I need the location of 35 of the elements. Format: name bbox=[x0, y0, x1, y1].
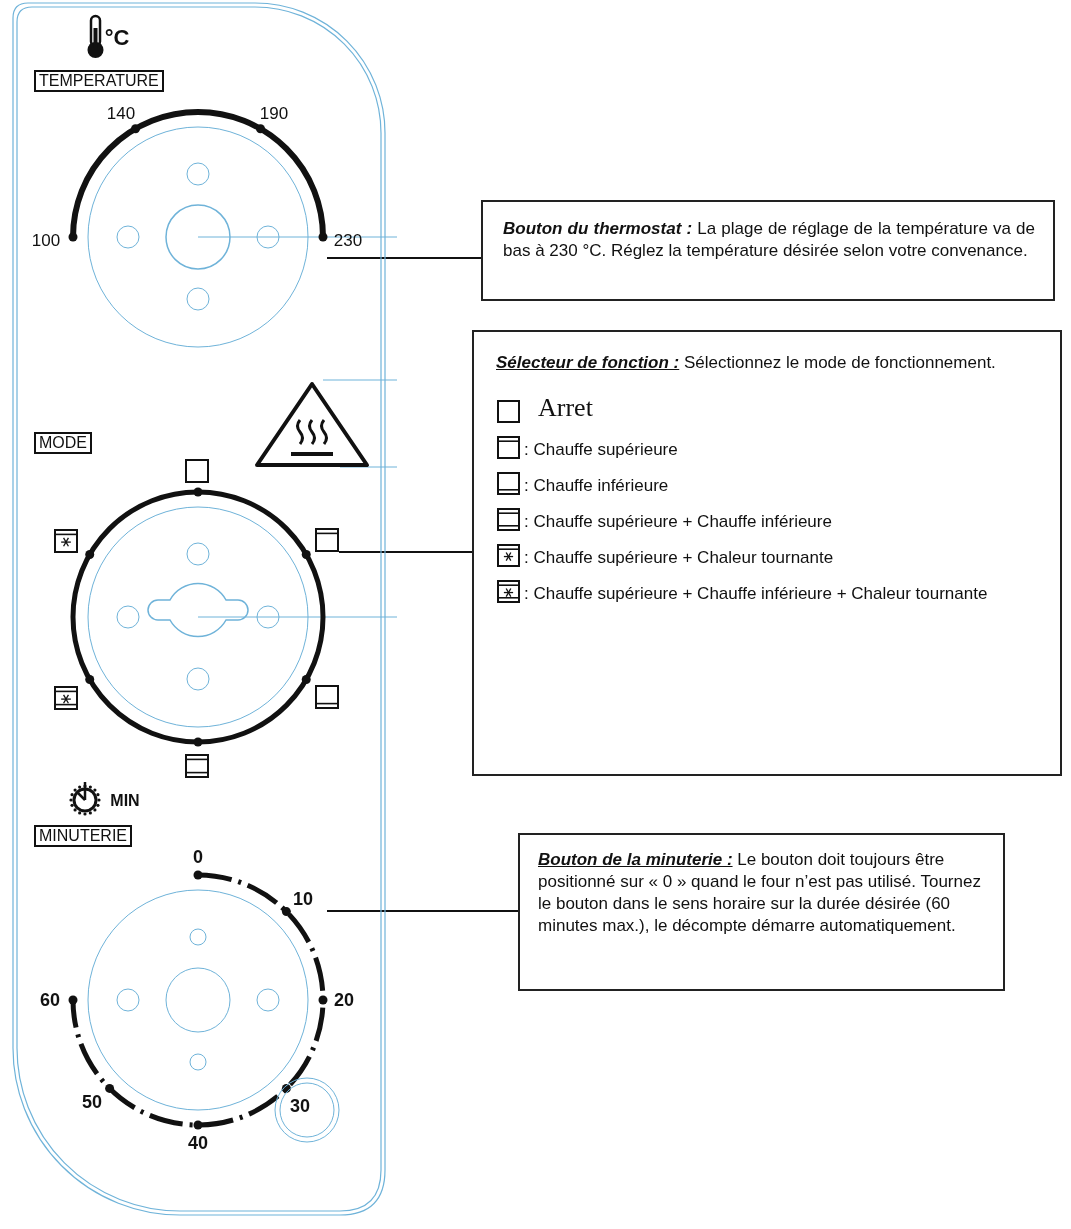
callout-box bbox=[481, 200, 1055, 301]
dial-number: 30 bbox=[290, 1097, 310, 1115]
mode-description: : Chauffe supérieure + Chaleur tournante bbox=[524, 547, 834, 570]
dial-number: 50 bbox=[82, 1093, 102, 1111]
panel-label: TEMPERATURE bbox=[34, 70, 164, 92]
callout-box bbox=[472, 330, 1062, 776]
callout-box bbox=[518, 833, 1005, 991]
unit-label: °C bbox=[104, 27, 130, 49]
panel-label: MODE bbox=[34, 432, 92, 454]
callout-text: Bouton de la minuterie : Le bouton doit toujours être positionné sur « 0 » quand le four n’est pas utilisé. Tournez le bouton dans le sens horaire sur la durée désirée (60 minutes max.), le décompte démarre automatiquement. bbox=[538, 849, 982, 938]
mode-description: : Chauffe supérieure + Chauffe inférieure + Chaleur tournante bbox=[524, 583, 988, 606]
mode-description: : Chauffe supérieure + Chauffe inférieure bbox=[524, 511, 832, 534]
mode-dial bbox=[70, 487, 326, 747]
unit-label: MIN bbox=[110, 793, 140, 809]
mode-description: Arret bbox=[538, 392, 593, 425]
dial-number: 20 bbox=[334, 991, 354, 1009]
dial-number: 230 bbox=[333, 231, 363, 249]
top-heat-symbol-icon bbox=[315, 528, 339, 552]
mode-description: : Chauffe supérieure bbox=[524, 439, 678, 462]
dial-number: 40 bbox=[188, 1134, 208, 1152]
callout-text: Sélecteur de fonction : Sélectionnez le mode de fonctionnement. bbox=[496, 352, 997, 374]
dial-number: 100 bbox=[31, 231, 61, 249]
leader-line bbox=[338, 551, 473, 553]
callout-text: Bouton du thermostat : La plage de réglage de la température va de bas à 230 °C. Réglez la température désirée selon votre convenance. bbox=[503, 218, 1035, 263]
dial-number: 190 bbox=[259, 104, 289, 122]
dial-number: 60 bbox=[40, 991, 60, 1009]
dial-number: 0 bbox=[193, 848, 203, 866]
leader-line bbox=[326, 910, 519, 912]
thermostat-dial bbox=[68, 109, 328, 348]
mode-description: : Chauffe inférieure bbox=[524, 475, 669, 498]
leader-line bbox=[326, 257, 482, 259]
dial-number: 10 bbox=[293, 890, 313, 908]
timer-dial bbox=[68, 870, 328, 1130]
panel-label: MINUTERIE bbox=[34, 825, 132, 847]
dial-number: 140 bbox=[106, 104, 136, 122]
